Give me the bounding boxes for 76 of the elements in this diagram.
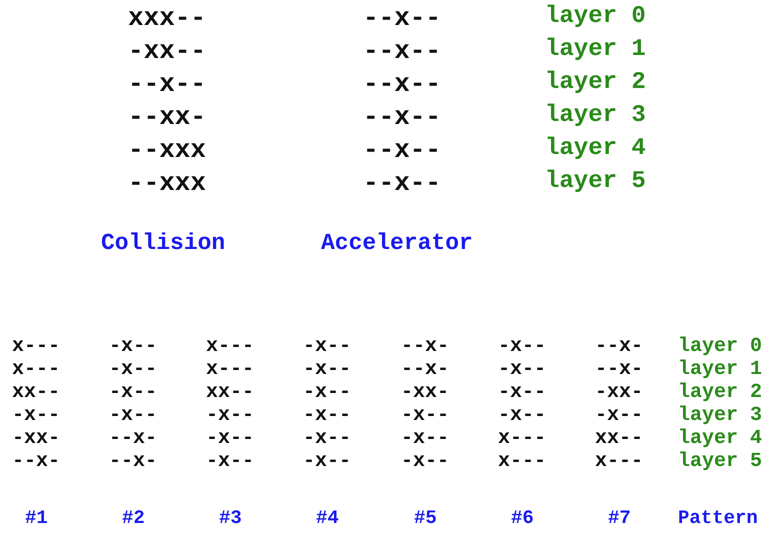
pattern-text: x--- (12, 360, 60, 380)
pattern-text: -xx- (401, 383, 450, 403)
pattern-text: x--- (498, 452, 546, 472)
pattern-text: -xx-- (128, 38, 206, 64)
layer-label: layer 1 (678, 360, 762, 380)
pattern-number: #3 (219, 509, 242, 528)
pattern-text: -x-- (12, 406, 60, 426)
pattern-text: --x- (401, 360, 450, 380)
pattern-number: #4 (316, 509, 339, 528)
pattern-text: -x-- (498, 383, 546, 403)
layer-label: layer 5 (678, 452, 762, 472)
pattern-text: x--- (12, 337, 60, 357)
pattern-text: -x-- (401, 452, 450, 472)
pattern-text: --x-- (363, 5, 442, 31)
pattern-text: xx-- (595, 429, 644, 449)
pattern-text: -x-- (498, 360, 546, 380)
pattern-text: -x-- (206, 452, 254, 472)
pattern-text: -x-- (303, 360, 352, 380)
layer-label: layer 3 (678, 406, 762, 426)
pattern-text: -xx- (595, 383, 644, 403)
pattern-text: --x- (595, 337, 644, 357)
layer-label: layer 4 (545, 137, 646, 161)
pattern-text: -x-- (595, 406, 644, 426)
pattern-text: --x- (12, 452, 60, 472)
pattern-text: --xx- (128, 104, 206, 130)
heading: Accelerator (321, 232, 473, 255)
layer-label: layer 1 (545, 38, 646, 62)
layer-label: layer 0 (545, 5, 646, 29)
pattern-text: --x-- (363, 137, 442, 163)
pattern-text: xx-- (12, 383, 60, 403)
pattern-text: --x-- (363, 38, 442, 64)
pattern-text: -x-- (206, 406, 254, 426)
pattern-text: x--- (206, 360, 254, 380)
pattern-number: #5 (414, 509, 437, 528)
pattern-number: #1 (25, 509, 48, 528)
pattern-text: -x-- (401, 406, 450, 426)
pattern-text: xxx-- (128, 5, 206, 31)
pattern-text: -xx- (12, 429, 60, 449)
pattern-number: #6 (511, 509, 534, 528)
pattern-text: --x- (595, 360, 644, 380)
layer-label: layer 4 (678, 429, 762, 449)
layer-label: layer 0 (678, 337, 762, 357)
pattern-text: x--- (498, 429, 546, 449)
pattern-text: --x- (401, 337, 450, 357)
pattern-number: #2 (122, 509, 145, 528)
pattern-text: -x-- (109, 360, 158, 380)
pattern-text: -x-- (303, 383, 352, 403)
pattern-text: -x-- (109, 406, 158, 426)
layer-label: layer 2 (545, 71, 646, 95)
pattern-text: x--- (206, 337, 254, 357)
pattern-text: --x- (109, 452, 158, 472)
heading: Collision (101, 232, 226, 255)
pattern-text: --x-- (363, 104, 442, 130)
pattern-text: -x-- (498, 406, 546, 426)
pattern-text: x--- (595, 452, 644, 472)
pattern-text: -x-- (498, 337, 546, 357)
pattern-text: xx-- (206, 383, 254, 403)
pattern-text: --x-- (363, 170, 442, 196)
pattern-text: --x-- (128, 71, 206, 97)
pattern-text: -x-- (109, 383, 158, 403)
pattern-text: --x- (109, 429, 158, 449)
pattern-text: -x-- (303, 429, 352, 449)
pattern-text: --xxx (128, 137, 206, 163)
layer-label: layer 5 (545, 170, 646, 194)
pattern-text: -x-- (206, 429, 254, 449)
column-label: Pattern (678, 509, 758, 528)
pattern-text: -x-- (303, 337, 352, 357)
pattern-number: #7 (608, 509, 631, 528)
pattern-text: -x-- (303, 406, 352, 426)
pattern-text: --x-- (363, 71, 442, 97)
layer-label: layer 2 (678, 383, 762, 403)
pattern-text: -x-- (401, 429, 450, 449)
pattern-text: -x-- (303, 452, 352, 472)
layer-label: layer 3 (545, 104, 646, 128)
pattern-text: -x-- (109, 337, 158, 357)
pattern-text: --xxx (128, 170, 206, 196)
